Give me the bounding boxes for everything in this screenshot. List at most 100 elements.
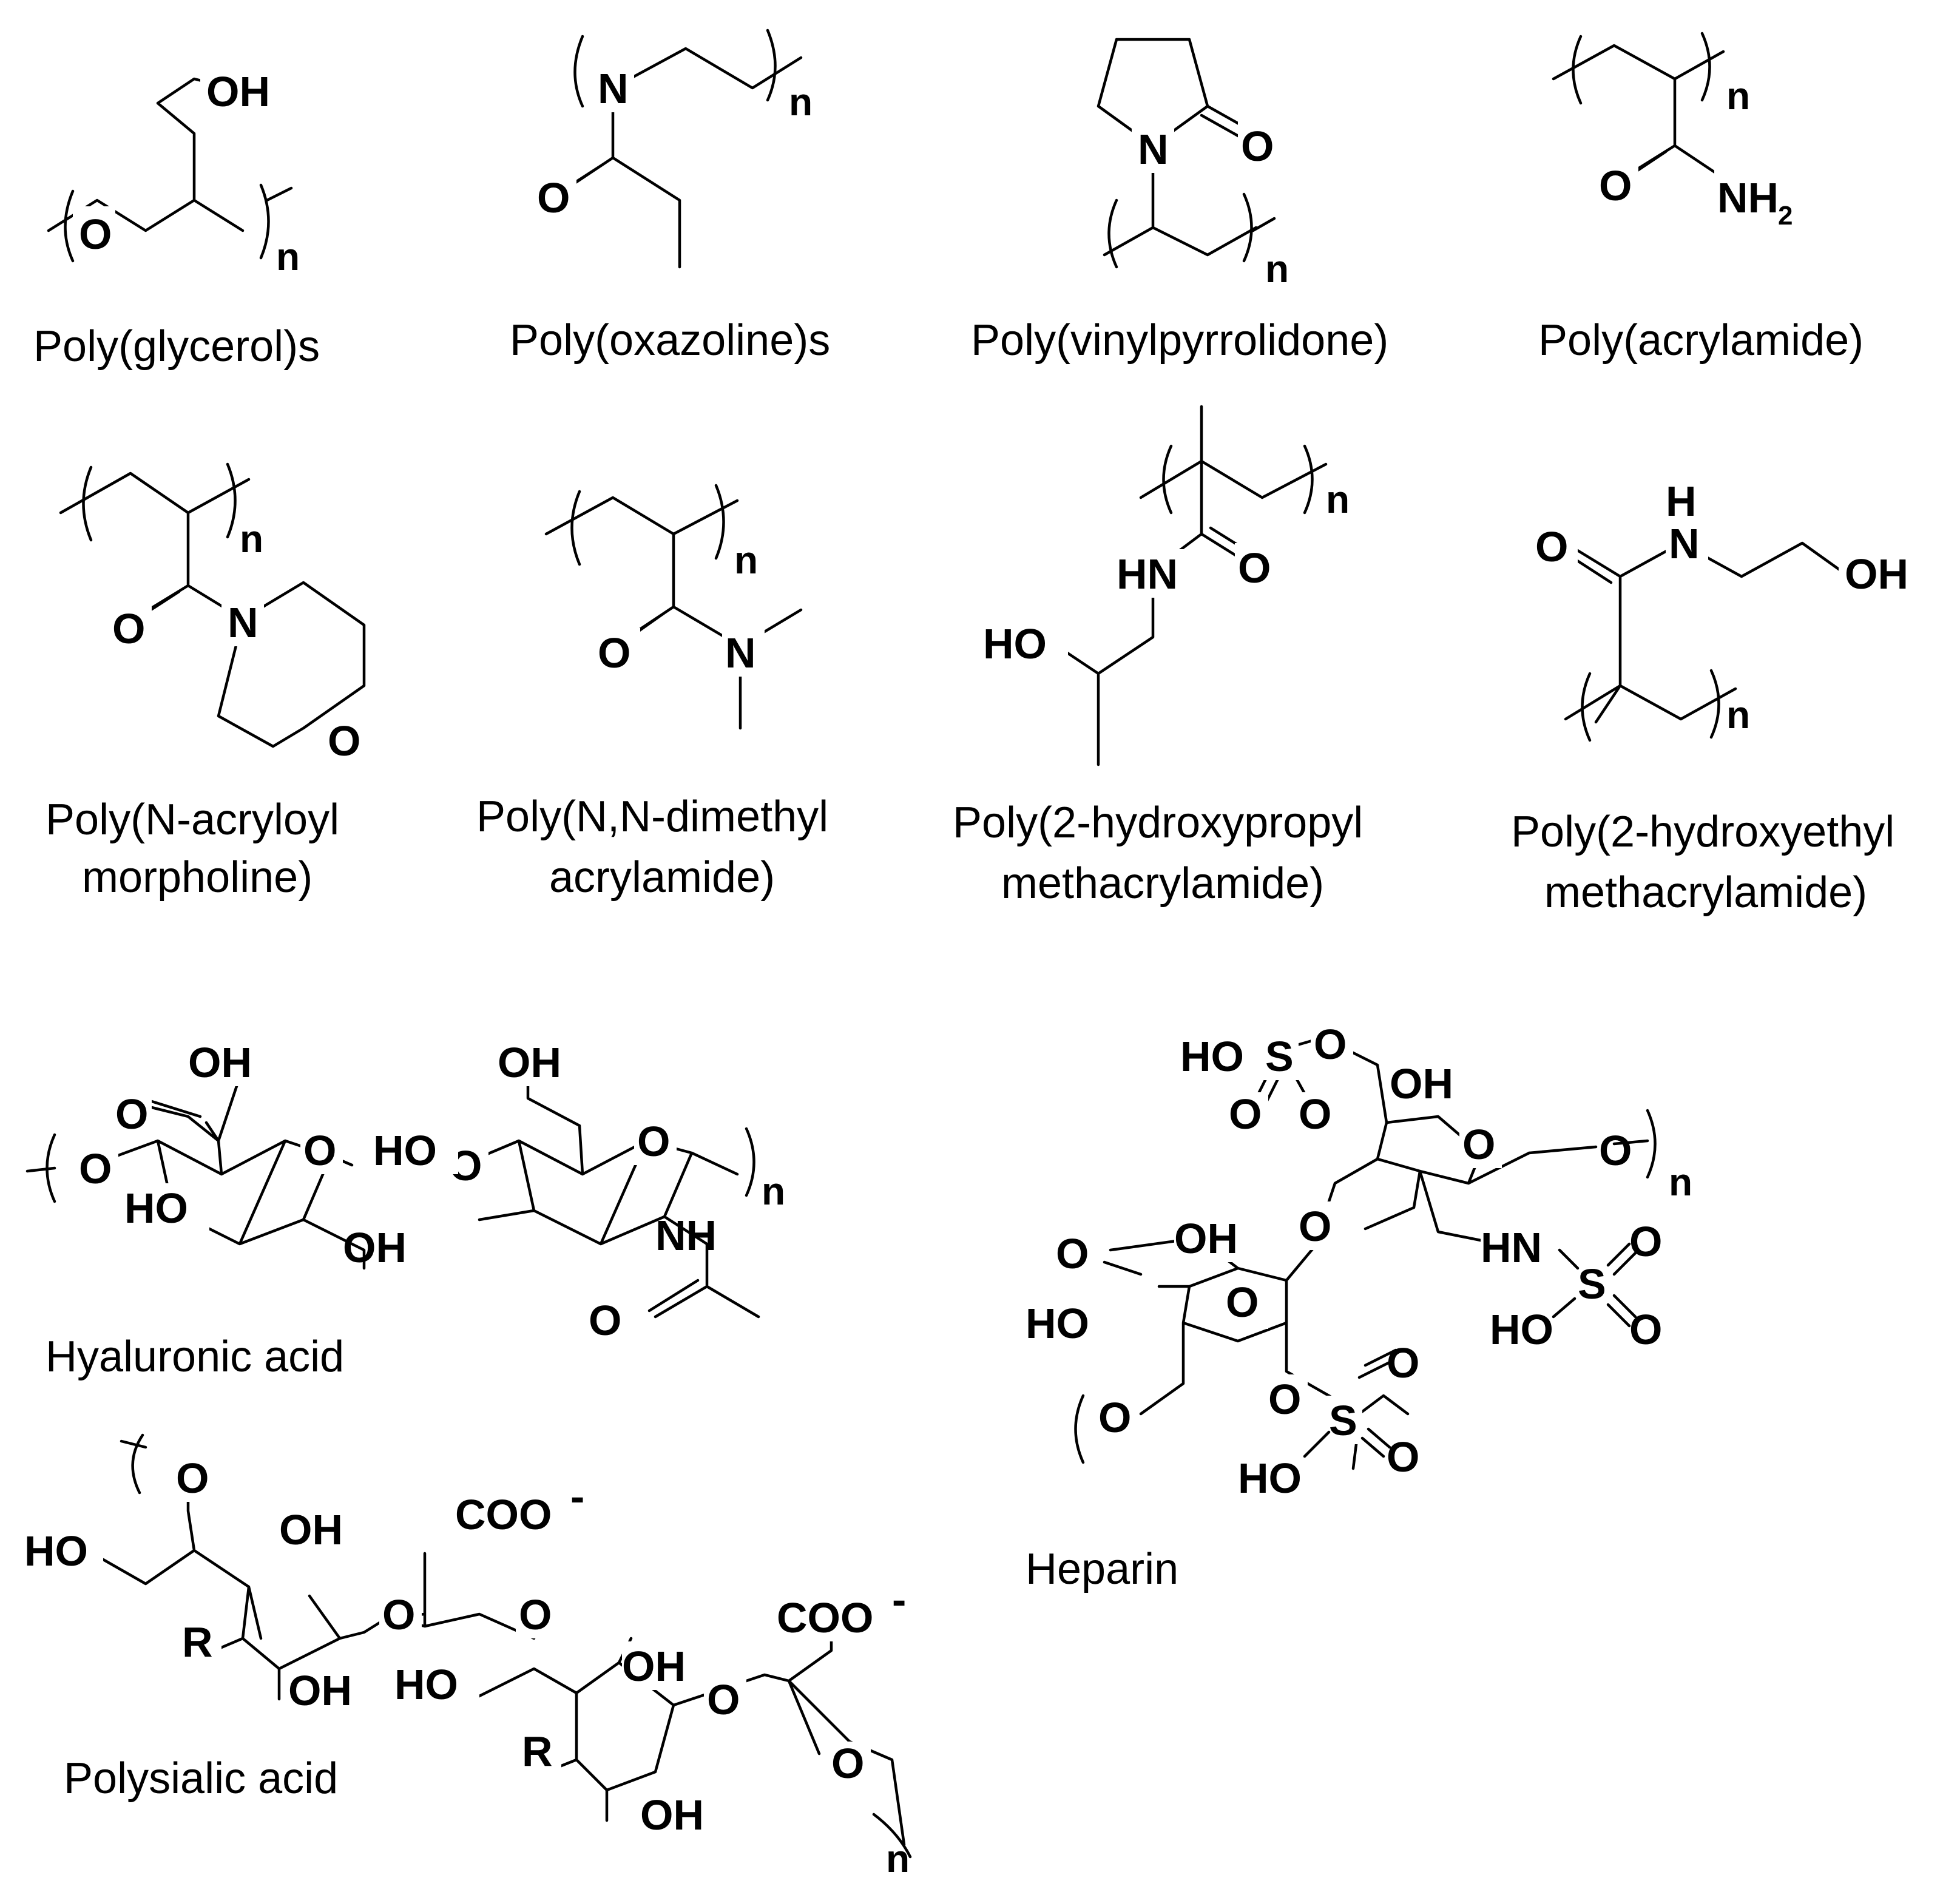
repeat-n: n — [762, 1169, 785, 1213]
caption-line-1: Hyaluronic acid — [46, 1333, 344, 1381]
atom-nh2: NH — [1717, 174, 1779, 221]
atom-o-sulfate-6: O — [1268, 1376, 1301, 1423]
bracket-right — [1242, 192, 1253, 263]
atom-o: O — [598, 629, 630, 677]
structure-poly-dimethylacrylamide: O N n Poly(N,N-dimethyl acrylamide) — [476, 484, 828, 902]
atom-o-ring-2: O — [707, 1676, 740, 1723]
repeat-n: n — [886, 1837, 910, 1881]
atom-s-3: S — [1329, 1397, 1357, 1444]
atom-o-ring-2: O — [1226, 1279, 1259, 1326]
atom-coo-2: COO — [777, 1594, 873, 1641]
caption-line-1: Heparin — [1026, 1545, 1178, 1593]
caption-line-1: Poly(N-acryloyl — [46, 796, 339, 844]
atom-ho-sulfate-2: HO — [1490, 1306, 1553, 1353]
atom-o: O — [112, 605, 145, 652]
atom-oh-2: OH — [1174, 1215, 1238, 1262]
bracket-right — [259, 183, 270, 260]
atom-o: O — [1599, 162, 1632, 209]
atom-nh2-sub: 2 — [1778, 201, 1793, 231]
atom-o: O — [79, 211, 112, 258]
caption-line-1: Poly(glycerol)s — [33, 322, 320, 371]
atom-oh-1: OH — [343, 1224, 407, 1271]
structure-hyaluronic-acid: O O O O OH O HO OH HO OH NH O n Hyaluron… — [25, 1038, 785, 1381]
atom-ho: HO — [983, 620, 1047, 667]
atom-nh: NH — [655, 1212, 717, 1259]
caption-line-1: Poly(2-hydroxypropyl — [953, 799, 1363, 847]
atom-o-chain: O — [79, 1145, 112, 1192]
atom-o-ring-1: O — [303, 1127, 336, 1174]
structure-poly-acrylamide: O NH 2 n Poly(acrylamide) — [1538, 32, 1864, 365]
bracket-left — [573, 35, 584, 108]
atom-o: O — [537, 174, 570, 221]
bracket-right — [1646, 1109, 1657, 1179]
atom-minus-1: - — [570, 1473, 584, 1520]
atom-ho-1: HO — [24, 1527, 88, 1575]
caption-line-1: Poly(oxazoline)s — [510, 316, 830, 365]
atom-oh-3: OH — [622, 1643, 686, 1690]
atom-o: O — [1241, 123, 1274, 170]
structure-heparin: HO O S O O OH O O O HN S O O HO O OH O H… — [1026, 1019, 1692, 1593]
caption-line-1: Polysialic acid — [64, 1754, 338, 1803]
atom-ho-sulfate-1: HO — [1180, 1033, 1244, 1080]
atom-oh-1: OH — [1390, 1060, 1453, 1107]
repeat-n: n — [734, 538, 758, 582]
atom-o: O — [1535, 523, 1568, 570]
repeat-n: n — [789, 80, 813, 124]
atom-oh: OH — [206, 68, 270, 115]
atom-o-sulfate-1: O — [1314, 1021, 1347, 1068]
structure-poly-vinylpyrrolidone: N O n Poly(vinylpyrrolidone) — [971, 38, 1388, 365]
atom-coo-1: COO — [455, 1491, 552, 1538]
atom-hn: HN — [1117, 550, 1178, 598]
atom-o-glyco: O — [1299, 1203, 1331, 1250]
repeat-n: n — [1726, 693, 1750, 737]
atom-ho-1: HO — [124, 1184, 188, 1232]
bracket-left — [570, 490, 581, 566]
bracket-bottom — [872, 1813, 912, 1859]
atom-n: N — [725, 629, 756, 677]
bracket-right — [714, 484, 725, 560]
atom-ho-sulfate-3: HO — [1238, 1455, 1302, 1502]
atom-o-chain-2: O — [831, 1740, 864, 1787]
atom-ho-2: HO — [373, 1127, 437, 1174]
bracket-left — [1074, 1394, 1085, 1464]
atom-oh-2: OH — [498, 1039, 561, 1086]
atom-ho-2: HO — [394, 1661, 458, 1708]
structure-poly-oxazoline: N O n Poly(oxazoline)s — [510, 29, 830, 365]
repeat-n: n — [1669, 1160, 1692, 1204]
atom-oh-carboxyl: OH — [188, 1039, 252, 1086]
bracket-left — [1107, 198, 1118, 269]
atom-n: N — [1138, 126, 1169, 173]
atom-o-amide: O — [589, 1297, 621, 1344]
atom-o: O — [1238, 544, 1271, 592]
structure-poly-hema: O N H OH n Poly(2-hydroxyethyl methacryl… — [1511, 478, 1924, 917]
bracket-left — [1572, 35, 1583, 105]
structure-polysialic-acid: O HO OH COO - O O R OH HO OH COO - O R O… — [18, 1433, 912, 1881]
atom-o-sulfate-4: O — [1629, 1218, 1662, 1265]
atom-o-carbonyl: O — [1056, 1230, 1089, 1277]
atom-o-chain-2: O — [1098, 1394, 1131, 1441]
atom-o-ring-2: O — [637, 1118, 670, 1165]
caption-line-2: methacrylamide) — [1544, 868, 1867, 917]
bracket-left — [82, 465, 93, 542]
bracket-right — [1709, 669, 1720, 739]
repeat-n: n — [1326, 478, 1350, 521]
atom-hn: HN — [1481, 1224, 1542, 1271]
bracket-right — [1700, 32, 1711, 102]
atom-s-1: S — [1265, 1033, 1294, 1080]
caption-line-1: Poly(N,N-dimethyl — [476, 792, 828, 841]
atom-n: N — [228, 599, 259, 646]
atom-o-chain-1: O — [1599, 1127, 1632, 1174]
caption-line-2: methacrylamide) — [1001, 859, 1324, 908]
atom-o-sulfate-5: O — [1629, 1306, 1662, 1353]
caption-line-1: Poly(vinylpyrrolidone) — [971, 316, 1388, 365]
atom-o-sulfate-3: O — [1299, 1090, 1331, 1138]
atom-o-ring: O — [328, 717, 360, 765]
atom-ho-carboxyl: HO — [1026, 1300, 1089, 1347]
atom-oh-2: OH — [288, 1667, 352, 1714]
atom-o-sulfate-2: O — [1229, 1090, 1262, 1138]
atom-n: N — [598, 65, 629, 112]
bracket-left — [64, 189, 75, 263]
repeat-n: n — [276, 235, 300, 279]
atom-o-ring-1: O — [382, 1591, 415, 1638]
bracket-right — [745, 1127, 755, 1197]
